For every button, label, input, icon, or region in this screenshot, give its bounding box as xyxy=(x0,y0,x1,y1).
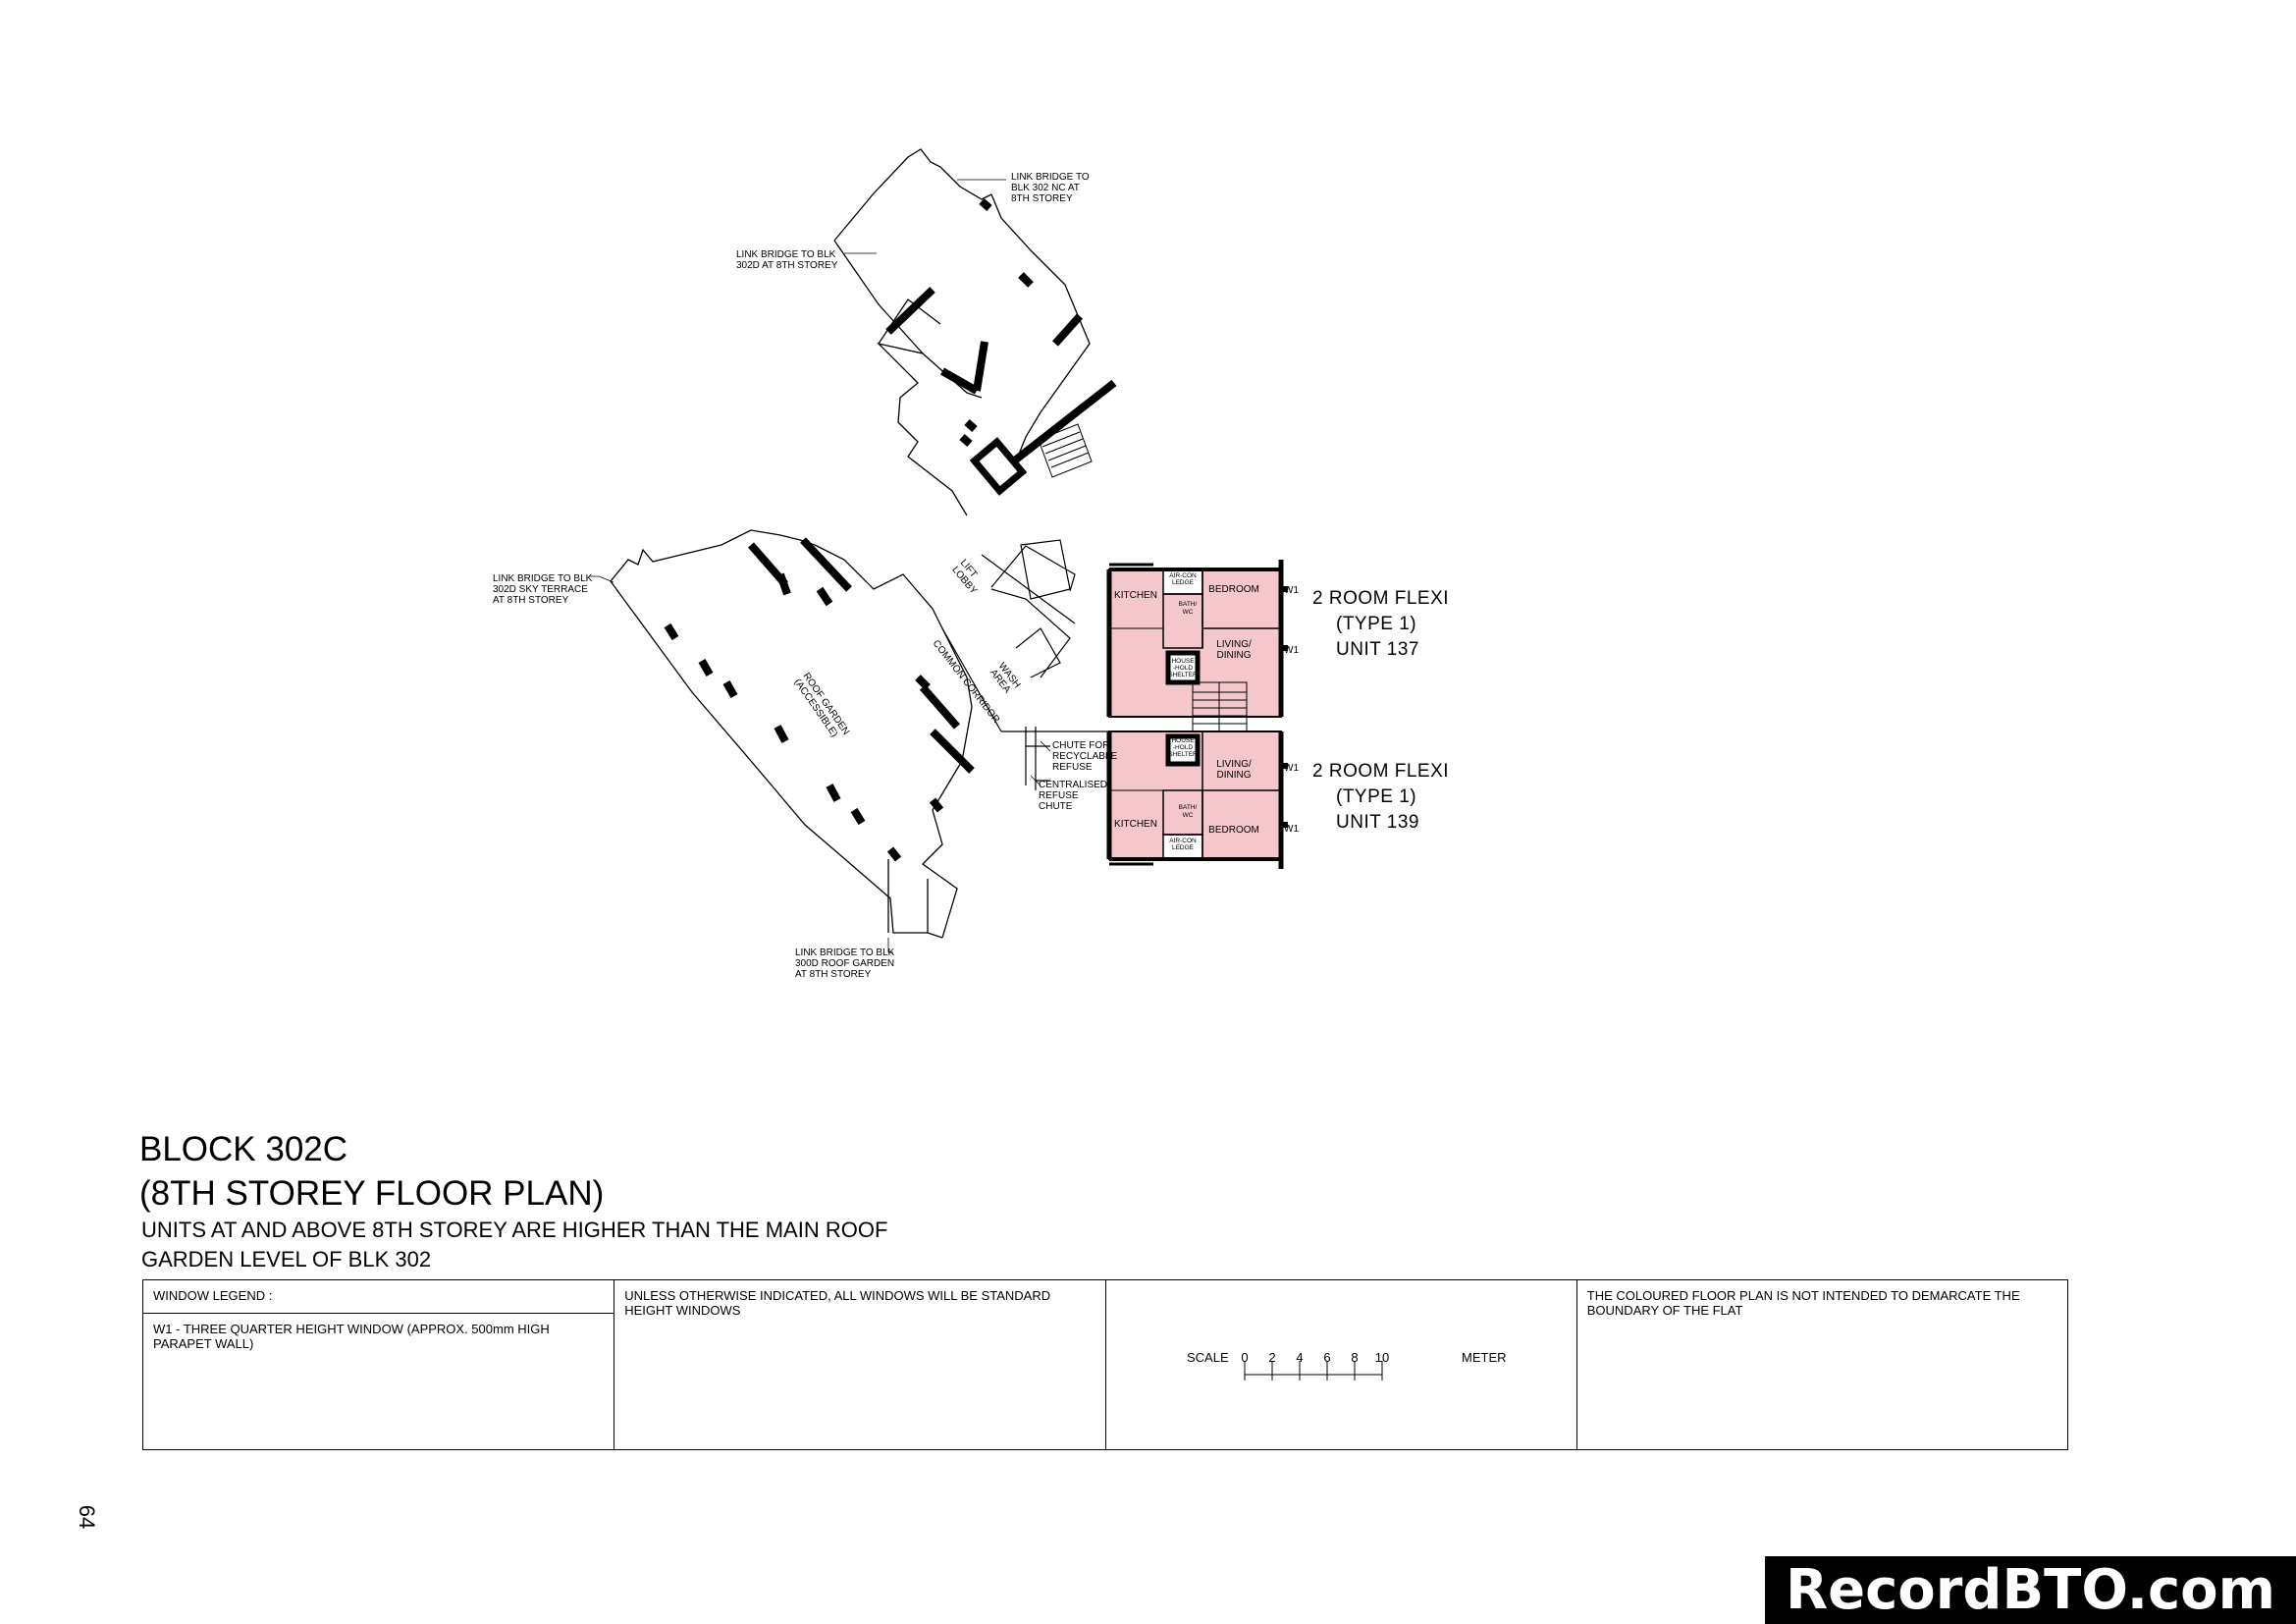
window-ticks xyxy=(1281,586,1288,828)
scale-ticks: 0 2 4 6 8 10 xyxy=(1241,1350,1389,1380)
lift-core xyxy=(969,437,1028,496)
legend-cell-disclaimer: THE COLOURED FLOOR PLAN IS NOT INTENDED … xyxy=(1577,1280,2067,1449)
window-tag: W1 xyxy=(1284,645,1299,656)
scale-tick-label: 6 xyxy=(1323,1350,1330,1365)
legend-header: WINDOW LEGEND : xyxy=(143,1280,614,1314)
legend-w1-text: W1 - THREE QUARTER HEIGHT WINDOW (APPROX… xyxy=(153,1322,550,1351)
page-subtitle: (8TH STOREY FLOOR PLAN) xyxy=(139,1174,605,1213)
label-wash-area: WASHAREA xyxy=(988,661,1023,697)
roof-garden-walls xyxy=(664,537,975,862)
page-title: BLOCK 302C xyxy=(139,1130,348,1168)
staircase-central xyxy=(1192,681,1248,732)
window-tag: W1 xyxy=(1284,763,1299,774)
upper-wing-walls xyxy=(885,197,1117,463)
roof-garden-outline xyxy=(610,529,973,939)
scale-tick-label: 8 xyxy=(1351,1350,1358,1365)
room-bedroom-137: BEDROOM xyxy=(1208,584,1259,595)
label-lift-lobby: LIFTLOBBY xyxy=(949,558,988,597)
room-kitchen-139: KITCHEN xyxy=(1114,819,1157,830)
room-bath-137: BATH/WC xyxy=(1179,601,1198,616)
unit-137-label: 2 ROOM FLEXI(TYPE 1)UNIT 137 xyxy=(1312,588,1449,660)
window-tag: W1 xyxy=(1284,824,1299,835)
leader-lines xyxy=(589,179,1051,953)
legend-cell-scale: SCALE 0 2 4 6 8 10 METER xyxy=(1106,1280,1577,1449)
unit-137-plan xyxy=(1106,560,1284,718)
unit-139-label: 2 ROOM FLEXI(TYPE 1)UNIT 139 xyxy=(1312,761,1449,833)
room-living-139: LIVING/DINING xyxy=(1216,759,1252,781)
room-kitchen-137: KITCHEN xyxy=(1114,590,1157,601)
legend-table: WINDOW LEGEND : W1 - THREE QUARTER HEIGH… xyxy=(142,1279,2068,1450)
page-note-line1: UNITS AT AND ABOVE 8TH STOREY ARE HIGHER… xyxy=(141,1218,888,1242)
lobby-structure xyxy=(941,539,1109,790)
room-living-137: LIVING/DINING xyxy=(1216,639,1252,661)
legend-disclaimer-text: THE COLOURED FLOOR PLAN IS NOT INTENDED … xyxy=(1586,1288,2020,1318)
scale-unit: METER xyxy=(1462,1350,1507,1365)
scale-label: SCALE xyxy=(1187,1350,1229,1365)
staircase-upper xyxy=(1038,423,1093,478)
scale-tick-label: 0 xyxy=(1241,1350,1248,1365)
page-number: 64 xyxy=(75,1504,100,1530)
room-bath-139: BATH/WC xyxy=(1179,804,1198,819)
scale-tick-label: 2 xyxy=(1268,1350,1275,1365)
window-tag: W1 xyxy=(1284,585,1299,596)
scale-bar: SCALE 0 2 4 6 8 10 METER xyxy=(1187,1350,1507,1380)
legend-cell-standard: UNLESS OTHERWISE INDICATED, ALL WINDOWS … xyxy=(614,1280,1106,1449)
legend-standard-text: UNLESS OTHERWISE INDICATED, ALL WINDOWS … xyxy=(624,1288,1051,1318)
legend-cell-window: WINDOW LEGEND : W1 - THREE QUARTER HEIGH… xyxy=(143,1280,615,1449)
room-bedroom-139: BEDROOM xyxy=(1208,825,1259,836)
page-note-line2: GARDEN LEVEL OF BLK 302 xyxy=(141,1247,432,1272)
scale-tick-label: 4 xyxy=(1296,1350,1303,1365)
scale-tick-label: 10 xyxy=(1374,1350,1388,1365)
watermark-logo: RecordBTO.com xyxy=(1765,1556,2296,1624)
label-roof-garden: ROOF GARDEN(ACCESSIBLE) xyxy=(792,671,852,743)
